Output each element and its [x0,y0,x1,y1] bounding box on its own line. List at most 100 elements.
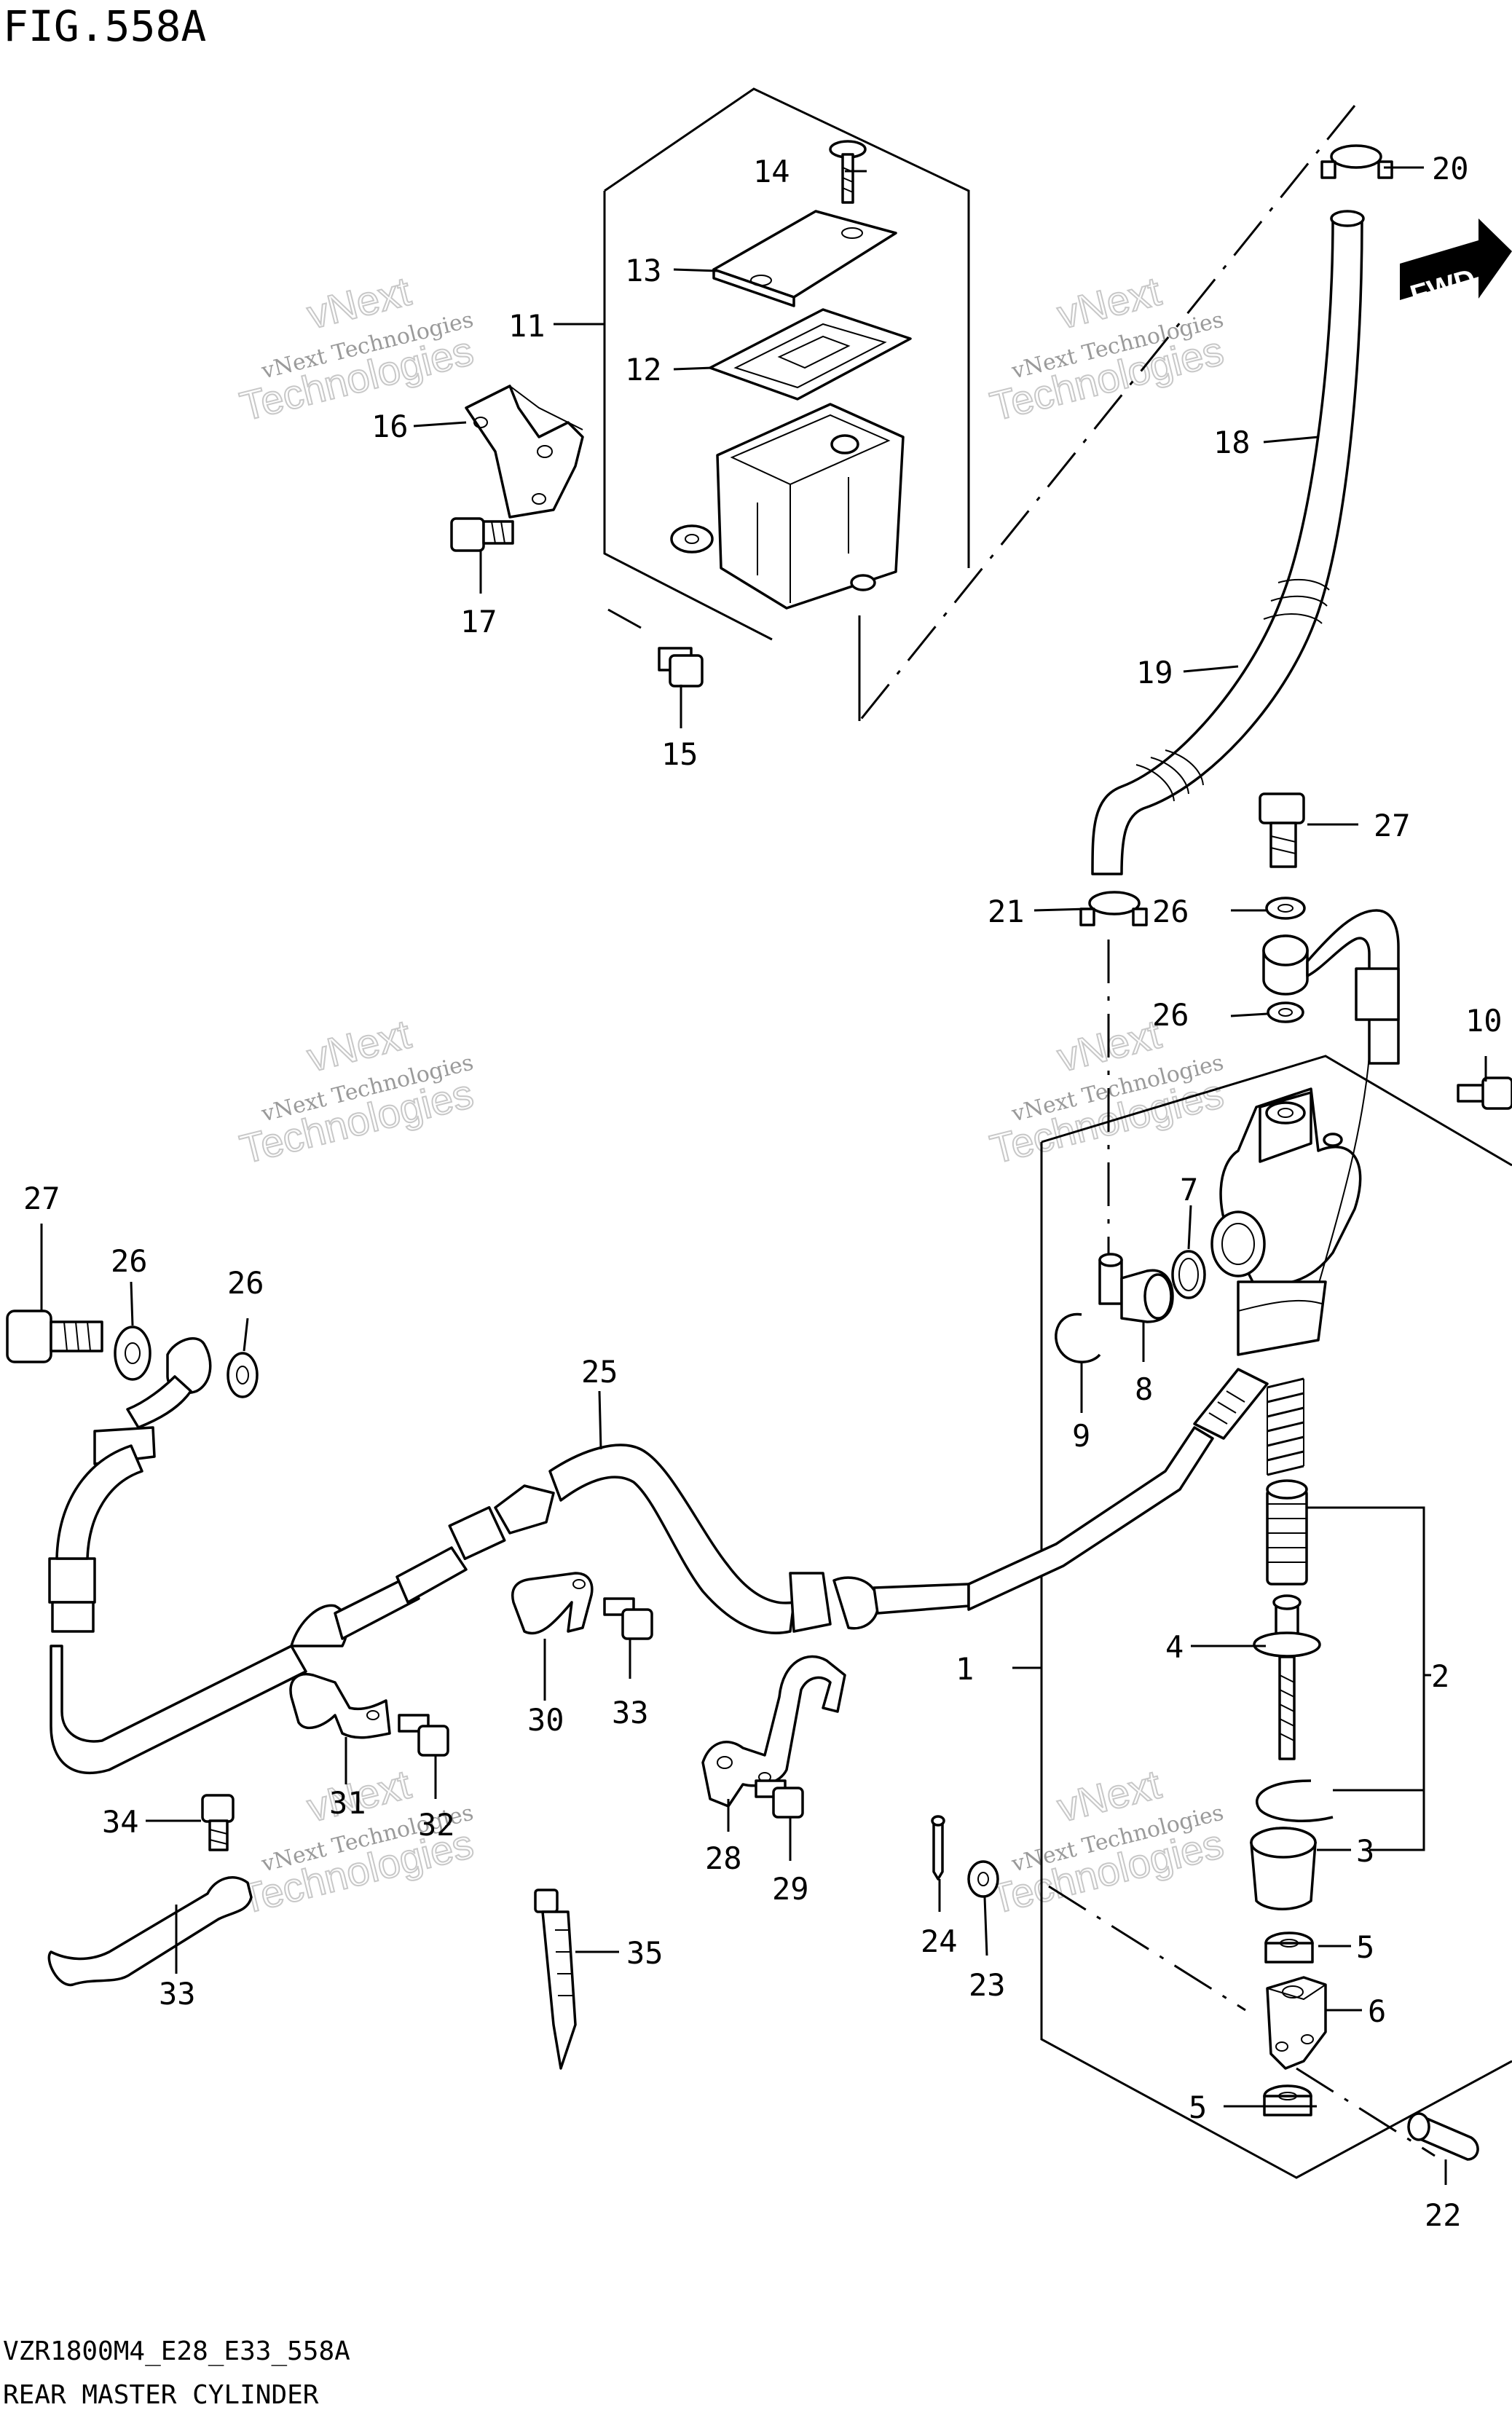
forward-arrow-badge: FWD [1400,218,1512,312]
bracket-bolt [450,517,514,552]
callout-17: 17 [460,604,497,639]
callout-12: 12 [625,352,662,387]
callout-21: 21 [988,894,1025,929]
callout-20: 20 [1432,151,1469,186]
master-cylinder-assembly [1012,792,1512,2179]
reservoir-bracket [465,385,584,519]
reservoir-frame-left [603,191,773,641]
callout-31: 31 [329,1785,366,1821]
callout-26-b: 26 [1152,997,1189,1033]
callout-28: 28 [705,1840,742,1876]
reference-line-upper [858,105,1356,722]
clevis [1266,1976,1327,2070]
wire-clamp-bolt [201,1794,235,1851]
callout-8: 8 [1135,1371,1153,1407]
reservoir-frame-mark [607,608,642,629]
callout-3: 3 [1356,1833,1374,1869]
banjo-bolt-upper [1259,792,1305,868]
figure-code: VZR1800M4_E28_E33_558A [3,2336,350,2366]
reference-line-pin [1296,2067,1436,2157]
cylinder-body [1210,1055,1370,1356]
callout-19: 19 [1136,655,1173,690]
sealing-washer-upper-b [1267,1001,1304,1023]
piston-boot [1250,1827,1317,1910]
leader-lines [40,166,1487,2185]
reservoir-assembly [450,87,970,721]
callout-13: 13 [625,253,662,288]
callout-10: 10 [1465,1003,1503,1039]
banjo-fitting-upper [1262,909,1400,1065]
callout-27-b: 27 [23,1181,60,1216]
reservoir-hose [1079,144,1393,926]
connector-o-ring [1171,1250,1206,1299]
reservoir-diaphragm [709,308,912,401]
reservoir-bolt [658,647,704,688]
reservoir-screw [829,140,867,204]
callout-33-upper: 33 [612,1695,649,1730]
callout-16: 16 [371,409,409,444]
callout-27-a: 27 [1374,808,1411,843]
cylinder-frame-top [1041,1055,1512,1167]
piston-spring [1267,1377,1304,1476]
callout-26-c: 26 [111,1243,148,1279]
piston-set [1266,1479,1308,1586]
wire-clamp [47,1876,253,1986]
sealing-washer-left-a [114,1326,151,1381]
callout-4: 4 [1165,1629,1184,1665]
callout-labels: 1 2 3 4 5 5 6 7 8 9 10 11 12 13 14 15 16… [23,151,1503,2233]
lock-nut-lower [1263,2084,1312,2116]
watermark-4: vNext vNext Technologies Technologies [985,1010,1228,1173]
callout-9: 9 [1072,1418,1090,1454]
callout-32: 32 [418,1807,455,1843]
callout-24: 24 [921,1923,958,1959]
sealing-washer-upper-a [1265,897,1306,920]
lock-nut-upper [1264,1931,1314,1964]
watermark-2: vNext vNext Technologies Technologies [985,267,1228,430]
cylinder-frame-bottom [1040,1142,1512,2179]
callout-2: 2 [1431,1658,1449,1694]
callout-14: 14 [753,154,790,189]
bracket-bolt-lower [755,1779,804,1819]
push-rod [1253,1594,1321,1760]
callout-26-d: 26 [227,1265,264,1301]
cable-tie [534,1889,577,2070]
callout-23: 23 [969,1967,1006,2003]
callout-34: 34 [102,1804,139,1840]
watermark-6: vNext vNext Technologies Technologies [985,1760,1228,1923]
hose-clamp-top [1320,144,1393,179]
reservoir-cap-edge [712,268,795,307]
hose-clamp-bottom [1079,891,1148,926]
reservoir-body [670,403,905,610]
figure-caption: REAR MASTER CYLINDER [3,2380,319,2410]
callout-35: 35 [626,1935,664,1971]
reservoir-frame [604,87,970,568]
clamp-bolt-upper [603,1597,653,1640]
banjo-bolt-left [6,1310,103,1363]
callout-5-lower: 5 [1189,2090,1207,2125]
clamp-bolt-lower [398,1714,449,1757]
callout-7: 7 [1180,1172,1198,1208]
callout-5-upper: 5 [1356,1929,1374,1965]
callout-25: 25 [581,1354,618,1390]
cylinder-bolt [1457,1076,1512,1110]
figure-title: FIG.558A [3,1,206,51]
callout-1: 1 [956,1651,974,1687]
brake-hose-left [6,1310,1269,1774]
hose-protector [1135,578,1330,802]
callout-26-a: 26 [1152,894,1189,929]
hose-mid-fittings [290,1444,970,1647]
hose-clamp-lower [289,1673,391,1739]
callout-15: 15 [661,736,698,772]
piston-circlip [1256,1779,1334,1822]
cotter-pin [931,1815,945,1881]
reference-line-lower [1048,1885,1246,2012]
connector-circlip [1055,1312,1101,1363]
callout-30: 30 [527,1702,564,1738]
hose-clamp-upper [511,1572,594,1635]
clevis-pin [1407,2112,1479,2161]
hose-connector [1098,1253,1174,1323]
callout-22: 22 [1425,2197,1462,2233]
callout-29: 29 [772,1871,809,1907]
callout-6: 6 [1368,1993,1386,2029]
